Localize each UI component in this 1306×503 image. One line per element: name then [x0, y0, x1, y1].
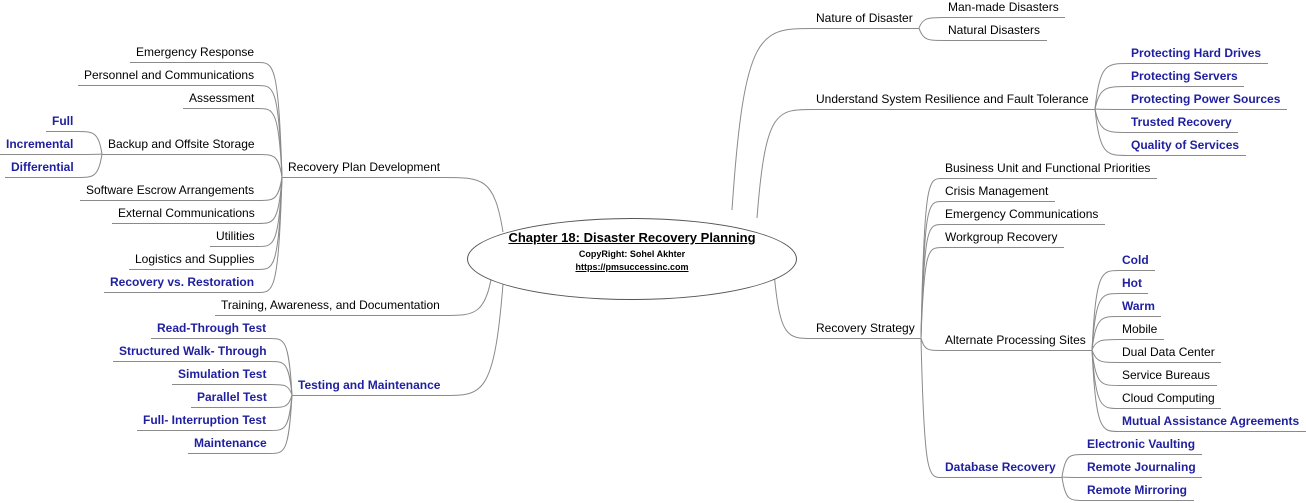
topic-tm[interactable]: Testing and Maintenance	[298, 378, 441, 392]
topic-crisis[interactable]: Crisis Management	[945, 184, 1049, 198]
connector-nature	[731, 28, 814, 211]
connector-par	[269, 394, 293, 408]
connector-qos	[1094, 108, 1129, 156]
topic-power[interactable]: Protecting Power Sources	[1131, 92, 1281, 106]
topic-natural[interactable]: Natural Disasters	[948, 23, 1041, 37]
central-topic-copyright: CopyRight: Sohel Akhter	[578, 249, 686, 259]
topic-manmade[interactable]: Man-made Disasters	[948, 0, 1059, 14]
topic-sim[interactable]: Simulation Test	[178, 367, 267, 381]
connector-mirror	[1061, 476, 1085, 501]
topic-maint[interactable]: Maintenance	[194, 436, 267, 450]
connector-fit	[269, 394, 293, 431]
topic-diff[interactable]: Differential	[11, 160, 74, 174]
connector-alt	[920, 337, 943, 351]
connector-backup	[257, 154, 283, 178]
connector-natural	[918, 27, 946, 41]
topic-workgroup[interactable]: Workgroup Recovery	[945, 230, 1058, 244]
topic-util[interactable]: Utilities	[216, 229, 255, 243]
connector-dual	[1091, 349, 1120, 363]
connector-hard	[1094, 63, 1129, 110]
topic-dual[interactable]: Dual Data Center	[1122, 345, 1215, 359]
connector-cold	[1091, 270, 1120, 351]
topic-qos[interactable]: Quality of Services	[1131, 138, 1240, 152]
topic-rtt[interactable]: Read-Through Test	[157, 321, 267, 335]
connector-rvr	[257, 176, 283, 293]
connector-resilience	[756, 109, 814, 219]
topic-alt[interactable]: Alternate Processing Sites	[945, 333, 1086, 347]
topic-vault[interactable]: Electronic Vaulting	[1087, 437, 1196, 451]
topic-assess[interactable]: Assessment	[189, 91, 255, 105]
topic-pc[interactable]: Personnel and Communications	[84, 68, 255, 82]
topic-mirror[interactable]: Remote Mirroring	[1087, 483, 1188, 497]
connector-strategy	[773, 271, 814, 339]
connector-rtt	[269, 338, 293, 396]
topic-mutual[interactable]: Mutual Assistance Agreements	[1122, 414, 1300, 428]
connector-tm	[443, 283, 504, 396]
connector-diff	[76, 153, 103, 178]
connector-hot	[1091, 293, 1120, 351]
topic-hard[interactable]: Protecting Hard Drives	[1131, 46, 1262, 60]
connector-manmade	[918, 17, 946, 29]
connector-rpd	[443, 177, 504, 233]
topic-full[interactable]: Full	[52, 114, 74, 128]
connector-power	[1094, 108, 1129, 110]
connector-servers	[1094, 86, 1129, 110]
connector-escrow	[257, 176, 283, 201]
topic-escrow[interactable]: Software Escrow Arrangements	[86, 183, 255, 197]
topic-rpd[interactable]: Recovery Plan Development	[288, 160, 441, 174]
connector-swt	[269, 361, 293, 396]
topic-emcomm[interactable]: Emergency Communications	[945, 207, 1099, 221]
connector-full	[76, 131, 103, 155]
connector-mobile	[1091, 339, 1120, 351]
topic-er[interactable]: Emergency Response	[136, 45, 255, 59]
topic-backup[interactable]: Backup and Offsite Storage	[108, 137, 255, 151]
central-topic-title: Chapter 18: Disaster Recovery Planning	[508, 230, 756, 245]
topic-bu[interactable]: Business Unit and Functional Priorities	[945, 161, 1151, 175]
connector-vault	[1061, 454, 1085, 478]
topic-swt[interactable]: Structured Walk- Through	[119, 344, 267, 358]
connector-pc	[257, 85, 283, 178]
topic-rvr[interactable]: Recovery vs. Restoration	[110, 275, 255, 289]
connector-trusted	[1094, 108, 1129, 133]
topic-logistics[interactable]: Logistics and Supplies	[135, 252, 255, 266]
connector-assess	[257, 108, 283, 178]
topic-strategy[interactable]: Recovery Strategy	[816, 321, 915, 335]
central-topic-link[interactable]: https://pmsuccessinc.com	[575, 262, 689, 272]
topic-cloud[interactable]: Cloud Computing	[1122, 391, 1215, 405]
topic-extcomm[interactable]: External Communications	[118, 206, 255, 220]
topic-servers[interactable]: Protecting Servers	[1131, 69, 1238, 83]
connector-bureaus	[1091, 349, 1120, 386]
topic-warm[interactable]: Warm	[1122, 299, 1155, 313]
topic-hot[interactable]: Hot	[1122, 276, 1142, 290]
topic-training[interactable]: Training, Awareness, and Documentation	[221, 298, 440, 312]
topic-par[interactable]: Parallel Test	[197, 390, 267, 404]
connector-mutual	[1091, 349, 1120, 432]
topic-bureaus[interactable]: Service Bureaus	[1122, 368, 1211, 382]
topic-trusted[interactable]: Trusted Recovery	[1131, 115, 1232, 129]
connector-warm	[1091, 316, 1120, 351]
topic-mobile[interactable]: Mobile	[1122, 322, 1158, 336]
topic-journal[interactable]: Remote Journaling	[1087, 460, 1196, 474]
topic-resilience[interactable]: Understand System Resilience and Fault T…	[816, 92, 1089, 106]
topic-fit[interactable]: Full- Interruption Test	[143, 413, 267, 427]
topic-incr[interactable]: Incremental	[6, 137, 74, 151]
connector-journal	[1061, 476, 1085, 478]
connector-db	[920, 337, 943, 478]
connector-sim	[269, 384, 293, 396]
topic-nature[interactable]: Nature of Disaster	[816, 11, 913, 25]
connector-workgroup	[920, 247, 943, 339]
topic-db[interactable]: Database Recovery	[945, 460, 1056, 474]
topic-cold[interactable]: Cold	[1122, 253, 1149, 267]
connector-incr	[76, 153, 103, 155]
connector-maint	[269, 394, 293, 454]
central-topic-oval[interactable]	[467, 218, 797, 300]
